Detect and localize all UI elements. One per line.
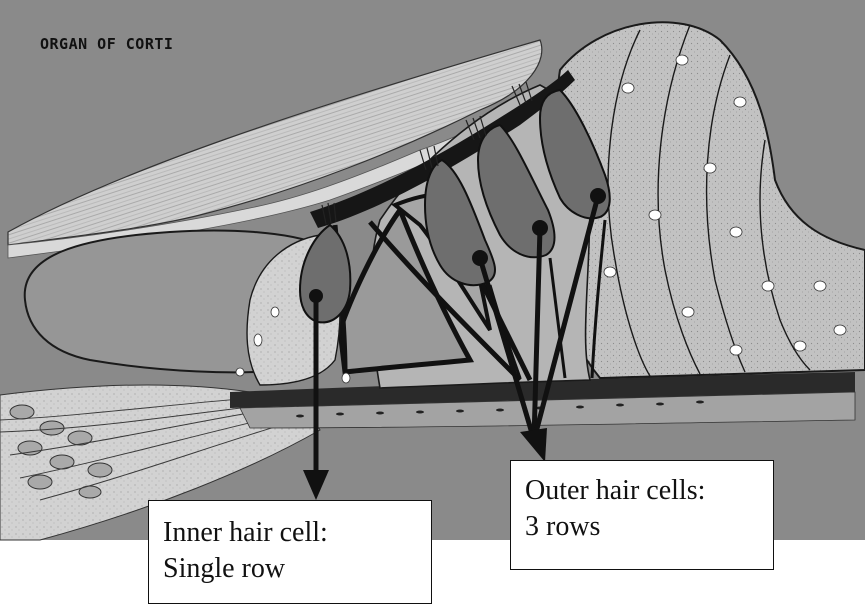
inner-hair-cell-label-line2: Single row: [163, 551, 417, 587]
inner-hair-cell-label: Inner hair cell: Single row: [148, 500, 432, 604]
diagram-title: ORGAN OF CORTI: [40, 35, 173, 53]
inner-hair-cell-label-line1: Inner hair cell:: [163, 515, 417, 551]
outer-hair-cells-label: Outer hair cells: 3 rows: [510, 460, 774, 570]
outer-hair-cells-label-line2: 3 rows: [525, 509, 759, 545]
outer-hair-cells-label-line1: Outer hair cells:: [525, 473, 759, 509]
